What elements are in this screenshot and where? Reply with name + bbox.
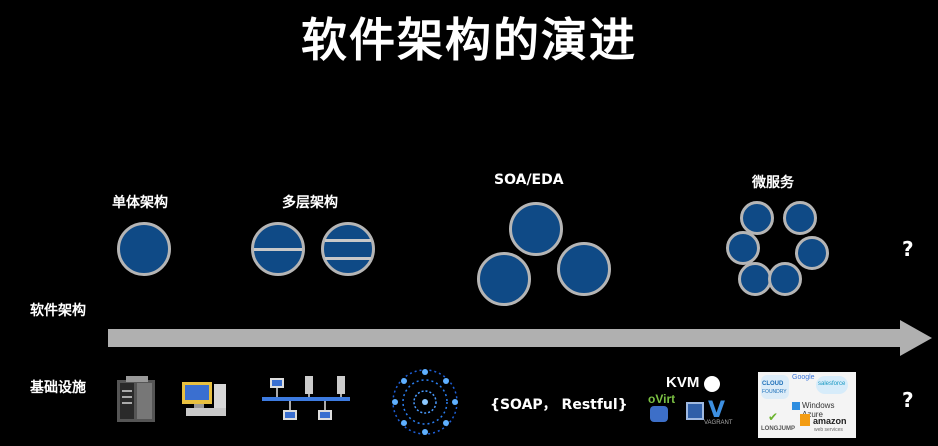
vagrant-v-icon: V bbox=[708, 398, 726, 423]
stage-label-multitier: 多层架构 bbox=[282, 195, 338, 211]
openstack-cube-icon bbox=[650, 406, 668, 422]
question-mark-future-infrastructure: ? bbox=[902, 388, 914, 412]
xen-logo-icon bbox=[704, 376, 720, 392]
layer-divider bbox=[254, 248, 302, 251]
axis-label-architecture: 软件架构 bbox=[30, 303, 86, 319]
stage-label-monolith: 单体架构 bbox=[112, 195, 168, 211]
stage-label-microservices: 微服务 bbox=[752, 175, 794, 191]
amazon-web-services-subtitle: web services bbox=[814, 427, 843, 433]
microservice-circle bbox=[795, 236, 829, 270]
cloud-foundry-subtitle: FOUNDRY bbox=[762, 389, 787, 395]
cloud-foundry-cloud-icon bbox=[761, 375, 789, 399]
mainframe-server-icon bbox=[117, 376, 155, 422]
longjump-figure-icon: ✔ bbox=[768, 410, 779, 424]
virtualbox-cube-icon bbox=[686, 402, 704, 420]
ovirt-logo: oVirt bbox=[648, 392, 676, 406]
windows-azure-logo: Windows Azure bbox=[802, 401, 835, 419]
windows-flag-icon bbox=[792, 402, 800, 410]
microservice-circle bbox=[726, 231, 760, 265]
layer-divider bbox=[325, 239, 371, 242]
web-service-protocols-label: {SOAP， Restful} bbox=[490, 397, 628, 413]
stage-label-soa: SOA/EDA bbox=[494, 172, 564, 188]
network-globe-icon bbox=[392, 369, 458, 435]
virtualization-logos: KVM oVirt V VAGRANT bbox=[648, 372, 733, 428]
aws-box-icon bbox=[800, 414, 810, 426]
soa-service-circle bbox=[557, 242, 611, 296]
soa-service-circle bbox=[477, 252, 531, 306]
question-mark-future-architecture: ? bbox=[902, 237, 914, 261]
multitier-circle-three-layer bbox=[321, 222, 375, 276]
page-title: 软件架构的演进 bbox=[301, 13, 637, 67]
microservice-circle bbox=[783, 201, 817, 235]
vagrant-logo: VAGRANT bbox=[704, 420, 733, 426]
desktop-computer-icon bbox=[182, 382, 226, 416]
layer-divider bbox=[325, 257, 371, 260]
axis-label-infrastructure: 基础设施 bbox=[30, 380, 86, 396]
cloud-provider-logos: CLOUD FOUNDRY Google salesforce Windows … bbox=[758, 372, 856, 438]
timeline-arrow bbox=[108, 320, 932, 356]
microservice-circle bbox=[738, 262, 772, 296]
salesforce-cloud-icon bbox=[816, 376, 848, 394]
cloud-foundry-logo: CLOUD bbox=[762, 381, 784, 387]
google-logo: Google bbox=[792, 374, 815, 381]
monolith-circle bbox=[117, 222, 171, 276]
soa-service-circle bbox=[509, 202, 563, 256]
amazon-logo: amazon bbox=[813, 416, 847, 426]
longjump-logo: LONGJUMP bbox=[761, 426, 796, 432]
microservice-circle bbox=[768, 262, 802, 296]
salesforce-logo: salesforce bbox=[818, 381, 846, 387]
client-server-network-icon bbox=[262, 376, 350, 420]
kvm-logo: KVM bbox=[666, 374, 700, 391]
microservice-circle bbox=[740, 201, 774, 235]
